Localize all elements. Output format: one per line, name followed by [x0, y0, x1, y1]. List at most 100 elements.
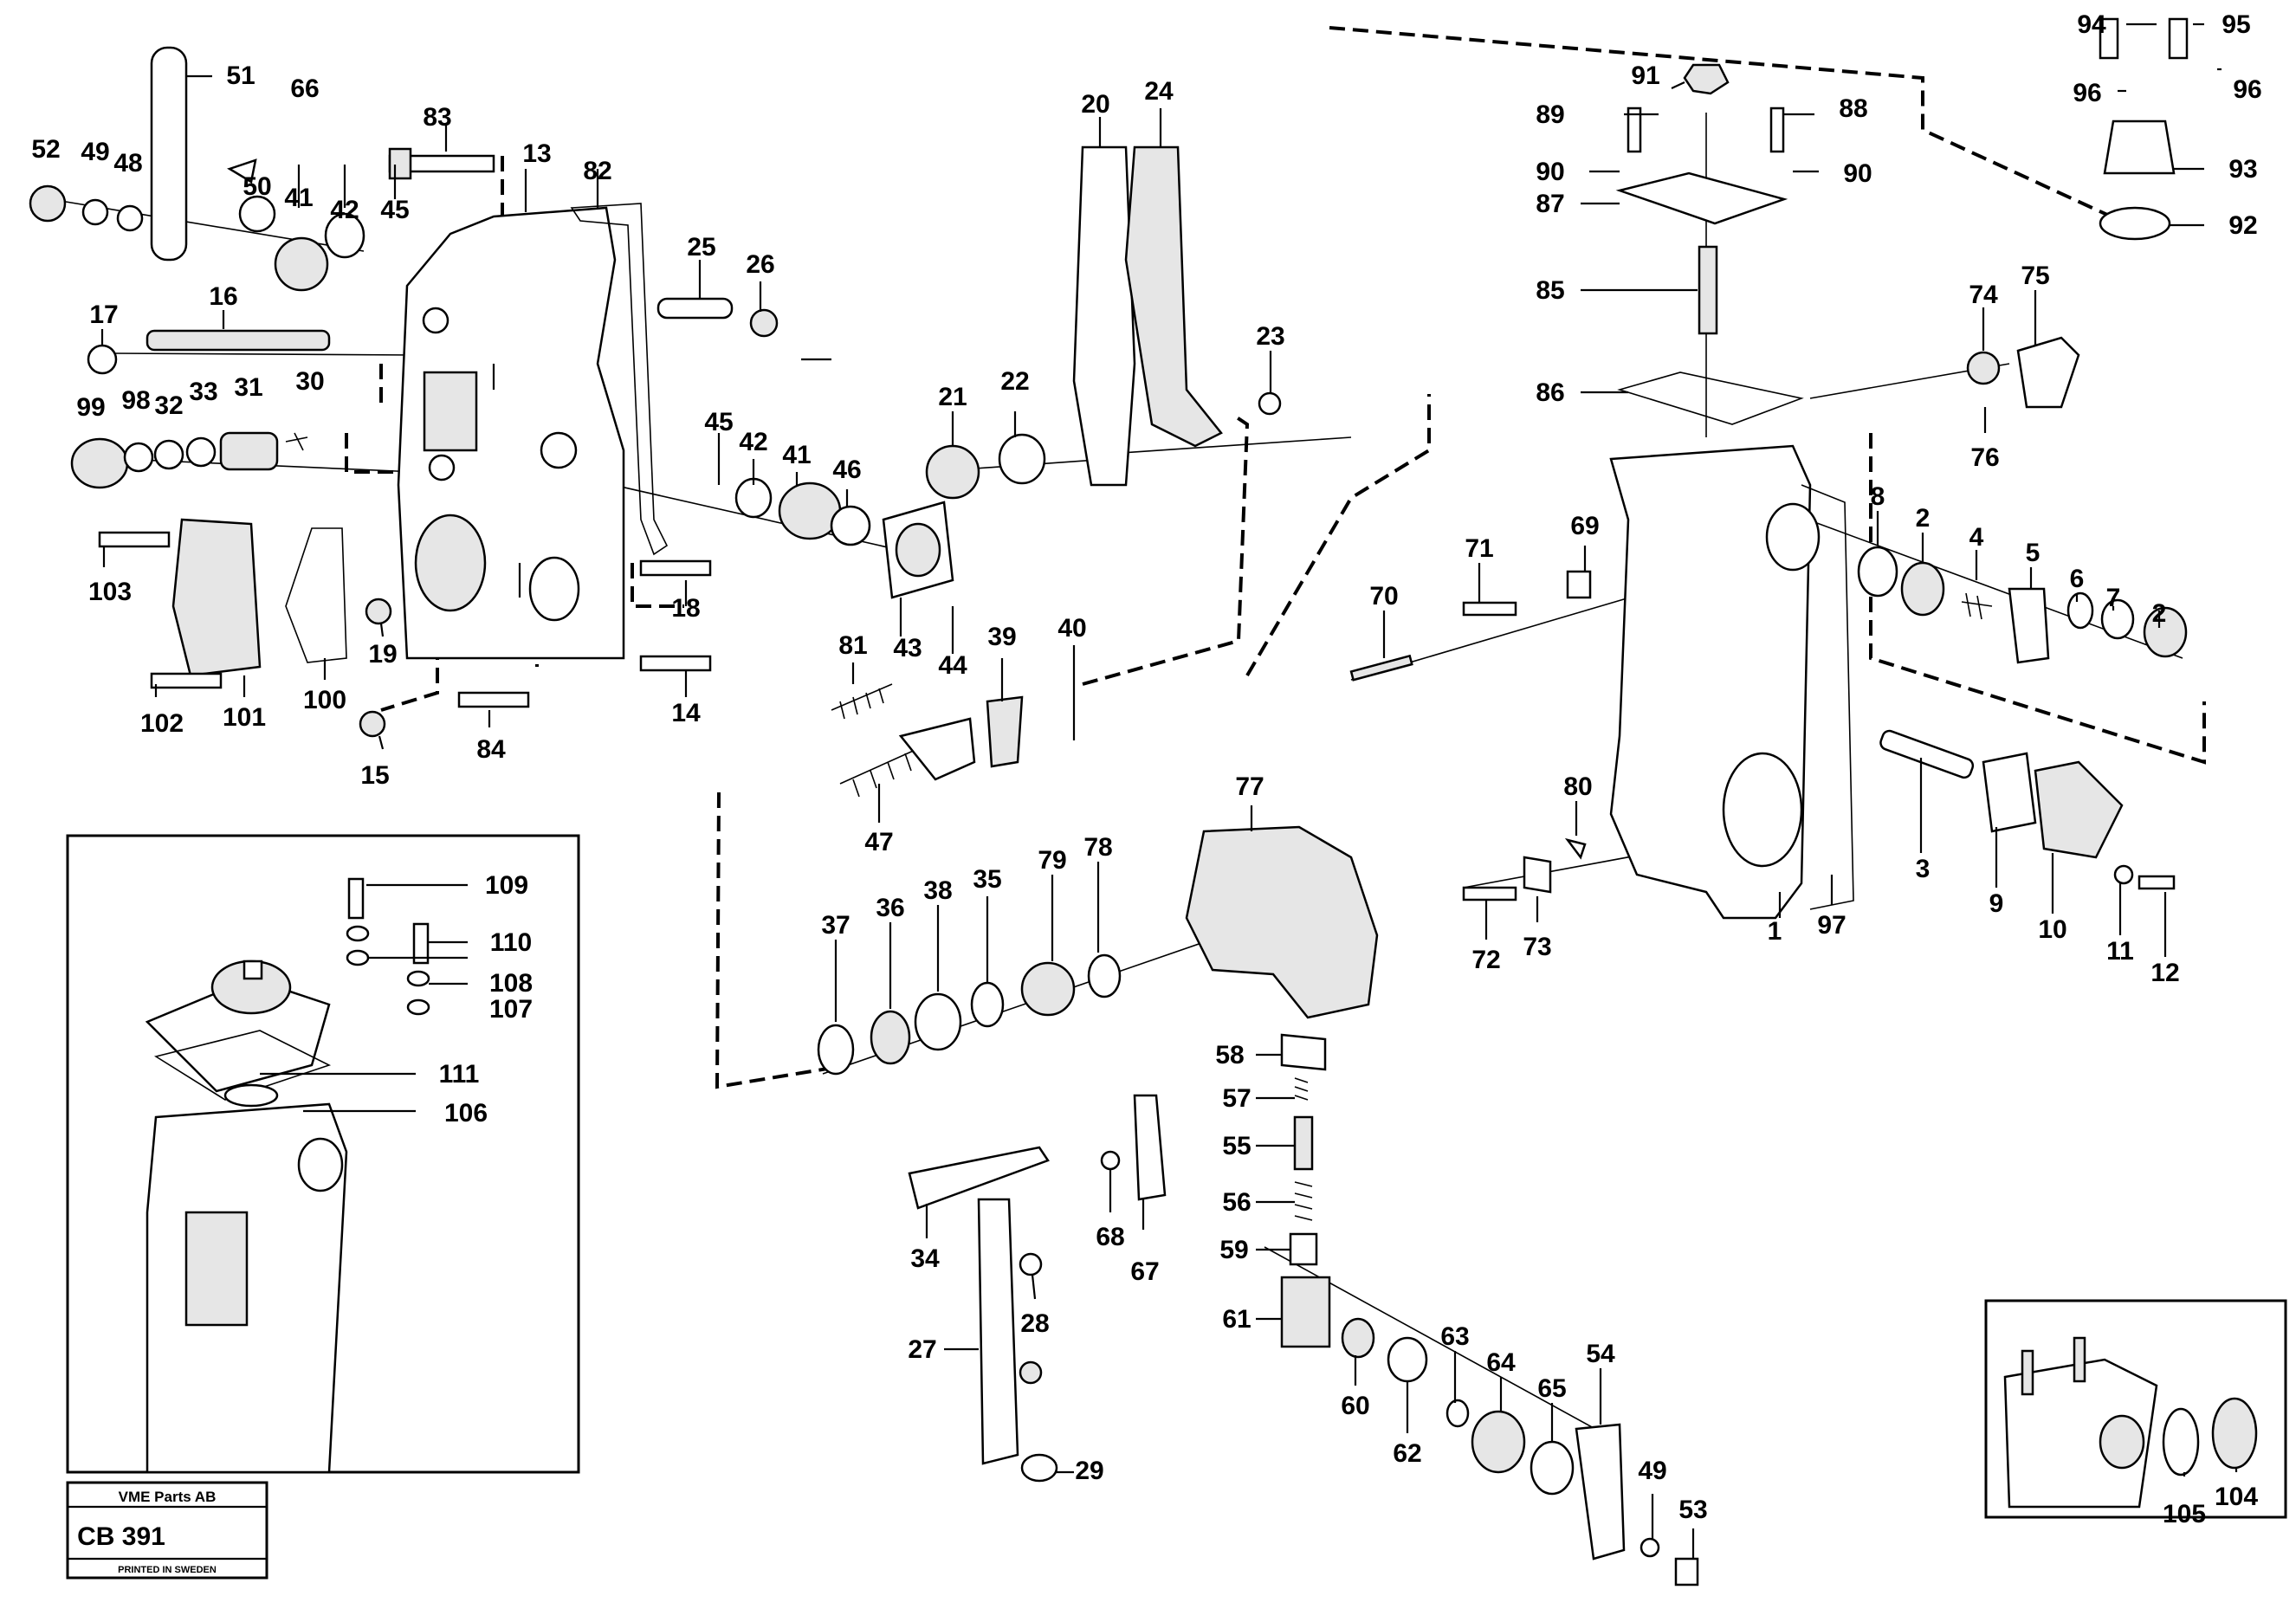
- label-18: 18: [671, 594, 700, 623]
- label-46: 46: [832, 456, 861, 484]
- label-49: 49: [81, 138, 109, 166]
- label-36: 36: [876, 894, 904, 922]
- label-57: 57: [1222, 1084, 1251, 1113]
- label-81: 81: [838, 631, 867, 660]
- label-12: 12: [2150, 959, 2179, 987]
- label-111: 111: [439, 1060, 480, 1089]
- label-76: 76: [1970, 443, 1999, 472]
- label-96: 96: [2073, 79, 2101, 107]
- label-6: 6: [2070, 565, 2085, 593]
- label-50: 50: [243, 172, 271, 201]
- label-1: 1: [1768, 917, 1782, 946]
- label-79: 79: [1038, 846, 1066, 875]
- label-19: 19: [368, 640, 397, 669]
- label-48: 48: [113, 149, 142, 178]
- label-37: 37: [821, 911, 850, 940]
- label-10: 10: [2038, 915, 2066, 944]
- label-53: 53: [1678, 1496, 1707, 1524]
- label-45: 45: [704, 408, 733, 436]
- label-82: 82: [583, 157, 611, 185]
- label-2: 2: [1916, 504, 1931, 533]
- label-41: 41: [782, 441, 811, 469]
- catalog-code: CB 391: [77, 1522, 165, 1551]
- label-101: 101: [223, 703, 266, 732]
- inset-detail-left: [66, 834, 580, 1474]
- label-72: 72: [1471, 946, 1500, 974]
- label-43: 43: [893, 634, 922, 662]
- label-93: 93: [2228, 155, 2257, 184]
- label-29: 29: [1075, 1457, 1103, 1485]
- label-56: 56: [1222, 1188, 1251, 1217]
- label-60: 60: [1341, 1392, 1369, 1420]
- label-68: 68: [1096, 1223, 1124, 1251]
- label-104: 104: [2215, 1483, 2258, 1511]
- label-26: 26: [746, 250, 774, 279]
- label-23: 23: [1256, 322, 1284, 351]
- inset-detail-right: [1984, 1299, 2287, 1519]
- label-95: 95: [2222, 10, 2250, 39]
- label-20: 20: [1081, 90, 1109, 119]
- label-4: 4: [1969, 523, 1984, 552]
- label-31: 31: [234, 373, 262, 402]
- part-number-labels: 1 2 2 3 4 5 6 7 8 9 10 11 12 13 14 15 16…: [31, 10, 2261, 1528]
- label-67: 67: [1130, 1257, 1159, 1286]
- label-16: 16: [209, 282, 237, 311]
- label-94: 94: [2077, 10, 2106, 39]
- label-42: 42: [330, 196, 359, 224]
- parts-artwork: [29, 17, 2189, 1586]
- label-105: 105: [2163, 1500, 2206, 1528]
- label-65: 65: [1537, 1374, 1566, 1403]
- link-24: [1124, 145, 1223, 448]
- label-54: 54: [1586, 1340, 1615, 1368]
- label-96: 96: [2233, 75, 2261, 104]
- label-38: 38: [923, 876, 952, 905]
- label-58: 58: [1215, 1041, 1244, 1069]
- label-40: 40: [1057, 614, 1086, 643]
- label-27: 27: [908, 1335, 936, 1364]
- label-78: 78: [1083, 833, 1112, 862]
- title-block: VME Parts AB CB 391 PRINTED IN SWEDEN: [66, 1481, 268, 1580]
- label-24: 24: [1144, 77, 1174, 106]
- link-20: [1072, 145, 1136, 487]
- cover-plate-101: [171, 518, 262, 677]
- label-49: 49: [1638, 1457, 1666, 1485]
- label-61: 61: [1222, 1305, 1251, 1334]
- label-102: 102: [140, 709, 184, 738]
- label-98: 98: [121, 386, 150, 415]
- label-41: 41: [284, 184, 313, 212]
- label-86: 86: [1536, 378, 1564, 407]
- label-80: 80: [1563, 772, 1592, 801]
- label-45: 45: [380, 196, 409, 224]
- label-87: 87: [1536, 190, 1564, 218]
- label-3: 3: [1916, 855, 1931, 883]
- label-8: 8: [1871, 482, 1885, 511]
- label-63: 63: [1440, 1322, 1469, 1351]
- label-5: 5: [2026, 539, 2041, 567]
- label-97: 97: [1817, 911, 1846, 940]
- label-92: 92: [2228, 211, 2257, 240]
- label-64: 64: [1486, 1348, 1516, 1377]
- label-35: 35: [973, 865, 1001, 894]
- label-47: 47: [864, 828, 893, 856]
- label-107: 107: [489, 995, 533, 1024]
- label-77: 77: [1235, 772, 1264, 801]
- label-15: 15: [360, 761, 389, 790]
- label-109: 109: [485, 871, 528, 900]
- label-17: 17: [89, 300, 118, 329]
- label-52: 52: [31, 135, 60, 164]
- label-89: 89: [1536, 100, 1564, 129]
- label-62: 62: [1393, 1439, 1421, 1468]
- label-55: 55: [1222, 1132, 1251, 1160]
- label-33: 33: [189, 378, 217, 406]
- leader-lines: [100, 23, 2238, 1559]
- label-32: 32: [154, 391, 183, 420]
- label-22: 22: [1000, 367, 1029, 396]
- label-28: 28: [1020, 1309, 1049, 1338]
- label-71: 71: [1465, 534, 1493, 563]
- label-30: 30: [295, 367, 324, 396]
- label-83: 83: [423, 103, 451, 132]
- label-21: 21: [938, 383, 967, 411]
- label-84: 84: [476, 735, 506, 764]
- label-88: 88: [1839, 94, 1867, 123]
